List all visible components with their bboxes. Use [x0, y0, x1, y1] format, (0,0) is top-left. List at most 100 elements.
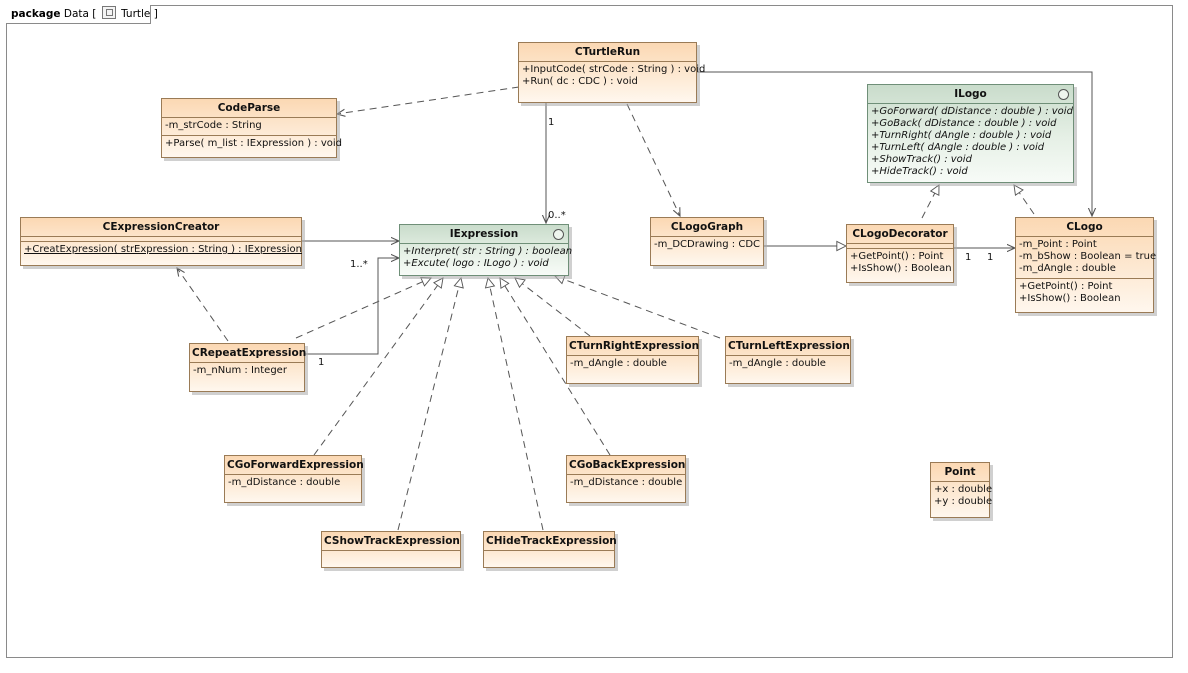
attributes-section: -m_DCDrawing : CDC — [651, 236, 763, 254]
multiplicity-label: 1 — [965, 252, 972, 263]
realization-repeat-iexpression — [295, 278, 431, 339]
class-cexpressioncreator[interactable]: CExpressionCreator +CreatExpression( str… — [20, 217, 302, 266]
operation: +HideTrack() : void — [871, 166, 968, 177]
attribute: -m_nNum : Integer — [193, 365, 287, 376]
operation: +IsShow() : Boolean — [850, 263, 952, 274]
attribute: -m_dAngle : double — [570, 358, 667, 369]
interface-ilogo[interactable]: ILogo +GoForward( dDistance : double ) :… — [867, 84, 1074, 183]
operations-section: +InputCode( strCode : String ) : void +R… — [519, 61, 706, 91]
attributes-section: -m_strCode : String — [162, 117, 336, 135]
attribute: +y : double — [934, 496, 993, 507]
aggregation-run-clogo — [697, 72, 1092, 216]
class-name: CTurnLeftExpression — [728, 340, 850, 352]
realization-hidetrack-iexpression — [488, 278, 544, 531]
operation: +GoBack( dDistance : double ) : void — [871, 118, 1057, 129]
operation: +CreatExpression( strExpression : String… — [24, 244, 302, 255]
attribute: -m_dAngle : double — [1019, 263, 1116, 274]
multiplicity-label: 1 — [987, 252, 994, 263]
operations-section: +Interpret( str : String ) : boolean +Ex… — [400, 243, 573, 273]
attribute: -m_strCode : String — [165, 120, 262, 131]
class-crepeatexpression[interactable]: CRepeatExpression -m_nNum : Integer — [189, 343, 307, 392]
class-codeparse[interactable]: CodeParse -m_strCode : String +Parse( m_… — [161, 98, 342, 158]
attributes-section — [322, 550, 460, 557]
attributes-section: +x : double +y : double — [931, 481, 993, 511]
attributes-section: -m_nNum : Integer — [190, 362, 304, 380]
attributes-section: -m_dAngle : double — [567, 355, 698, 373]
interface-iexpression[interactable]: IExpression +Interpret( str : String ) :… — [399, 224, 573, 276]
operation: +TurnLeft( dAngle : double ) : void — [871, 142, 1045, 153]
class-cshowtrackexpression[interactable]: CShowTrackExpression — [321, 531, 461, 568]
class-clogodecorator[interactable]: CLogoDecorator +GetPoint() : Point +IsSh… — [846, 224, 954, 283]
class-name: CTurtleRun — [574, 46, 641, 58]
class-name: CLogoGraph — [670, 221, 744, 233]
interface-icon — [1058, 89, 1069, 100]
class-chidetrackexpression[interactable]: CHideTrackExpression — [483, 531, 617, 568]
package-frame — [6, 5, 1173, 658]
class-name: ILogo — [954, 88, 987, 100]
attribute: -m_dAngle : double — [729, 358, 826, 369]
dependency-run-codeparse — [337, 86, 520, 114]
class-cturnleftexpression[interactable]: CTurnLeftExpression -m_dAngle : double — [725, 336, 851, 384]
class-diagram-icon — [101, 6, 116, 19]
realization-decorator-ilogo — [921, 185, 939, 219]
class-name: CHideTrackExpression — [486, 535, 617, 547]
operation: +Run( dc : CDC ) : void — [522, 76, 638, 87]
attributes-section: -m_Point : Point -m_bShow : Boolean = tr… — [1016, 236, 1157, 278]
operation: +IsShow() : Boolean — [1019, 293, 1121, 304]
attributes-section: -m_dDistance : double — [567, 474, 685, 492]
operation: +GetPoint() : Point — [850, 251, 944, 262]
attribute: -m_DCDrawing : CDC — [654, 239, 761, 250]
class-name: CodeParse — [217, 102, 281, 114]
class-name: IExpression — [449, 228, 519, 240]
multiplicity-label: 1..* — [350, 259, 368, 270]
class-name: CGoBackExpression — [569, 459, 686, 471]
realization-showtrack-iexpression — [397, 278, 461, 531]
multiplicity-label: 1 — [318, 357, 325, 368]
operation: +InputCode( strCode : String ) : void — [522, 64, 706, 75]
class-name: CRepeatExpression — [192, 347, 307, 359]
operation: +Interpret( str : String ) : boolean — [403, 246, 573, 257]
class-cgobackexpression[interactable]: CGoBackExpression -m_dDistance : double — [566, 455, 686, 503]
class-name: CShowTrackExpression — [324, 535, 460, 547]
attribute: -m_bShow : Boolean = true — [1019, 251, 1157, 262]
attribute: -m_dDistance : double — [228, 477, 341, 488]
dependency-repeat-creator — [177, 268, 229, 342]
operations-section: +Parse( m_list : IExpression ) : void — [162, 135, 342, 153]
operation: +Excute( logo : ILogo ) : void — [403, 258, 549, 269]
realization-goforward-iexpression — [313, 278, 443, 456]
operation: +Parse( m_list : IExpression ) : void — [165, 138, 342, 149]
package-name-prefix: Data [ — [63, 8, 97, 20]
operation: +ShowTrack() : void — [871, 154, 972, 165]
class-name: CLogo — [1066, 221, 1103, 233]
operation: +TurnRight( dAngle : double ) : void — [871, 130, 1052, 141]
attributes-section — [21, 236, 301, 241]
class-point[interactable]: Point +x : double +y : double — [930, 462, 993, 518]
class-name: CLogoDecorator — [852, 228, 948, 240]
attributes-section: -m_dDistance : double — [225, 474, 361, 492]
aggregation-repeat-iexpression — [305, 258, 399, 354]
package-keyword: package — [11, 8, 61, 20]
attributes-section — [484, 550, 614, 557]
class-name: CGoForwardExpression — [227, 459, 364, 471]
class-name: Point — [944, 466, 976, 478]
operations-section: +GetPoint() : Point +IsShow() : Boolean — [847, 248, 953, 278]
realization-turnleft-iexpression — [555, 276, 721, 339]
class-cturnrightexpression[interactable]: CTurnRightExpression -m_dAngle : double — [566, 336, 699, 384]
dependency-run-logograph — [626, 103, 680, 216]
multiplicity-label: 1 — [548, 117, 555, 128]
class-cturtlerun[interactable]: CTurtleRun +InputCode( strCode : String … — [518, 42, 706, 103]
operation: +GoForward( dDistance : double ) : void — [871, 106, 1073, 117]
package-frame-tab: package Data [ Turtle ] — [6, 5, 158, 24]
class-name: CExpressionCreator — [102, 221, 220, 233]
interface-icon — [553, 229, 564, 240]
class-cgoforwardexpression[interactable]: CGoForwardExpression -m_dDistance : doub… — [224, 455, 364, 503]
multiplicity-label: 0..* — [548, 210, 566, 221]
attribute: +x : double — [934, 484, 993, 495]
attributes-section: -m_dAngle : double — [726, 355, 850, 373]
attributes-section — [847, 243, 953, 248]
operation: +GetPoint() : Point — [1019, 281, 1113, 292]
class-clogo[interactable]: CLogo -m_Point : Point -m_bShow : Boolea… — [1015, 217, 1157, 313]
realization-clogo-ilogo — [1014, 185, 1035, 215]
class-clogograph[interactable]: CLogoGraph -m_DCDrawing : CDC — [650, 217, 764, 266]
